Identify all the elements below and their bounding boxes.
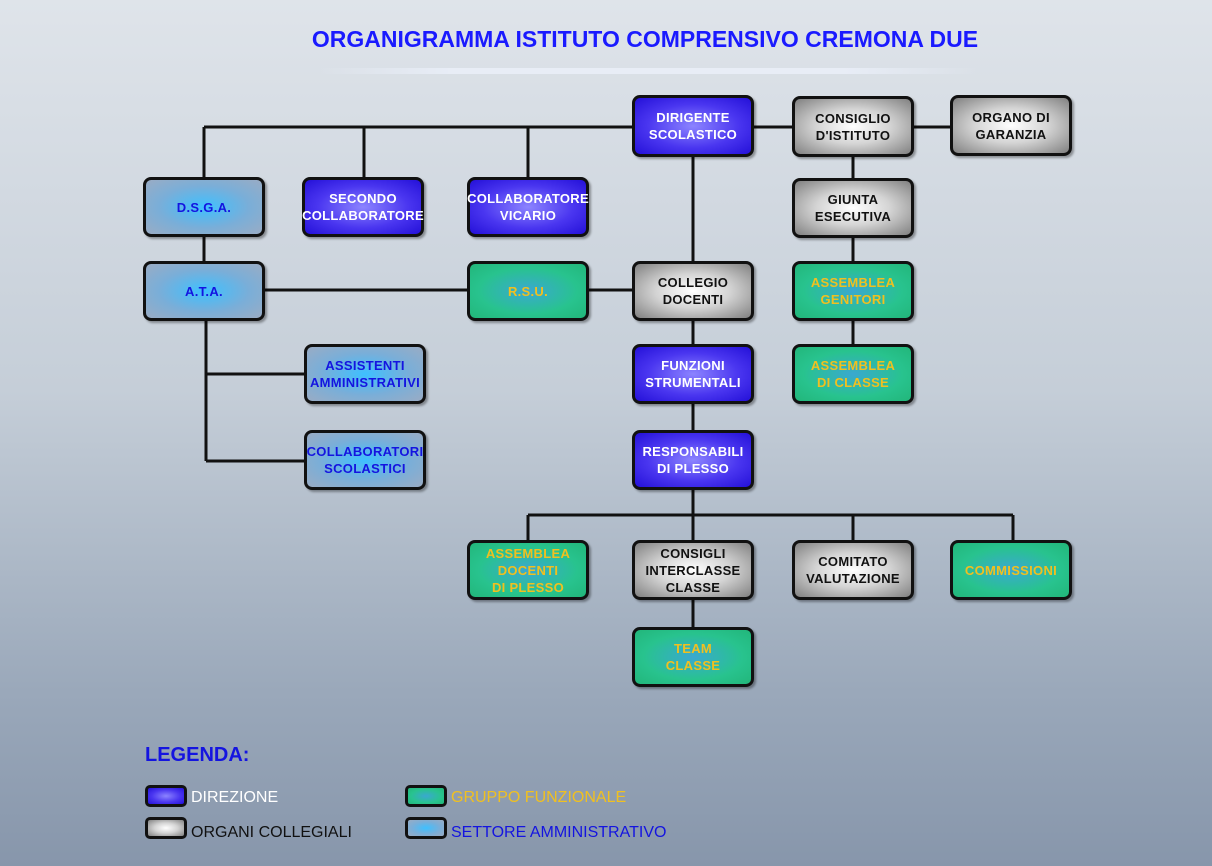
node-organo-garanzia: ORGANO DI GARANZIA [950,95,1072,156]
node-collegio-docenti: COLLEGIO DOCENTI [632,261,754,321]
legend-label-settore-amministrativo: SETTORE AMMINISTRATIVO [451,824,667,841]
node-consigli-interclasse-classe: CONSIGLI INTERCLASSE CLASSE [632,540,754,600]
node-assemblea-genitori: ASSEMBLEA GENITORI [792,261,914,321]
node-assistenti-amministrativi: ASSISTENTI AMMINISTRATIVI [304,344,426,404]
node-giunta-esecutiva: GIUNTA ESECUTIVA [792,178,914,238]
legend-swatch-settore-amministrativo [405,817,447,839]
legend-swatch-organi-collegiali [145,817,187,839]
legend-label-direzione: DIREZIONE [191,789,279,806]
node-secondo-collaboratore: SECONDO COLLABORATORE [302,177,424,237]
node-rsu: R.S.U. [467,261,589,321]
node-team-classe: TEAM CLASSE [632,627,754,687]
node-consiglio-istituto: CONSIGLIO D'ISTITUTO [792,96,914,157]
node-ata: A.T.A. [143,261,265,321]
node-commissioni: COMMISSIONI [950,540,1072,600]
node-collaboratore-vicario: COLLABORATORE VICARIO [467,177,589,237]
node-responsabili-di-plesso: RESPONSABILI DI PLESSO [632,430,754,490]
legend-title: LEGENDA: [145,744,250,766]
node-assemblea-di-classe: ASSEMBLEA DI CLASSE [792,344,914,404]
title-shadow [318,68,978,74]
node-funzioni-strumentali: FUNZIONI STRUMENTALI [632,344,754,404]
legend-swatch-gruppo-funzionale [405,785,447,807]
node-comitato-valutazione: COMITATO VALUTAZIONE [792,540,914,600]
legend-swatch-direzione [145,785,187,807]
node-collaboratori-scolastici: COLLABORATORI SCOLASTICI [304,430,426,490]
node-dsga: D.S.G.A. [143,177,265,237]
page-title: ORGANIGRAMMA ISTITUTO COMPRENSIVO CREMON… [311,26,979,52]
legend-label-gruppo-funzionale: GRUPPO FUNZIONALE [451,789,627,806]
node-assemblea-docenti-di-plesso: ASSEMBLEA DOCENTI DI PLESSO [467,540,589,600]
node-dirigente-scolastico: DIRIGENTE SCOLASTICO [632,95,754,157]
legend-label-organi-collegiali: ORGANI COLLEGIALI [191,824,352,841]
